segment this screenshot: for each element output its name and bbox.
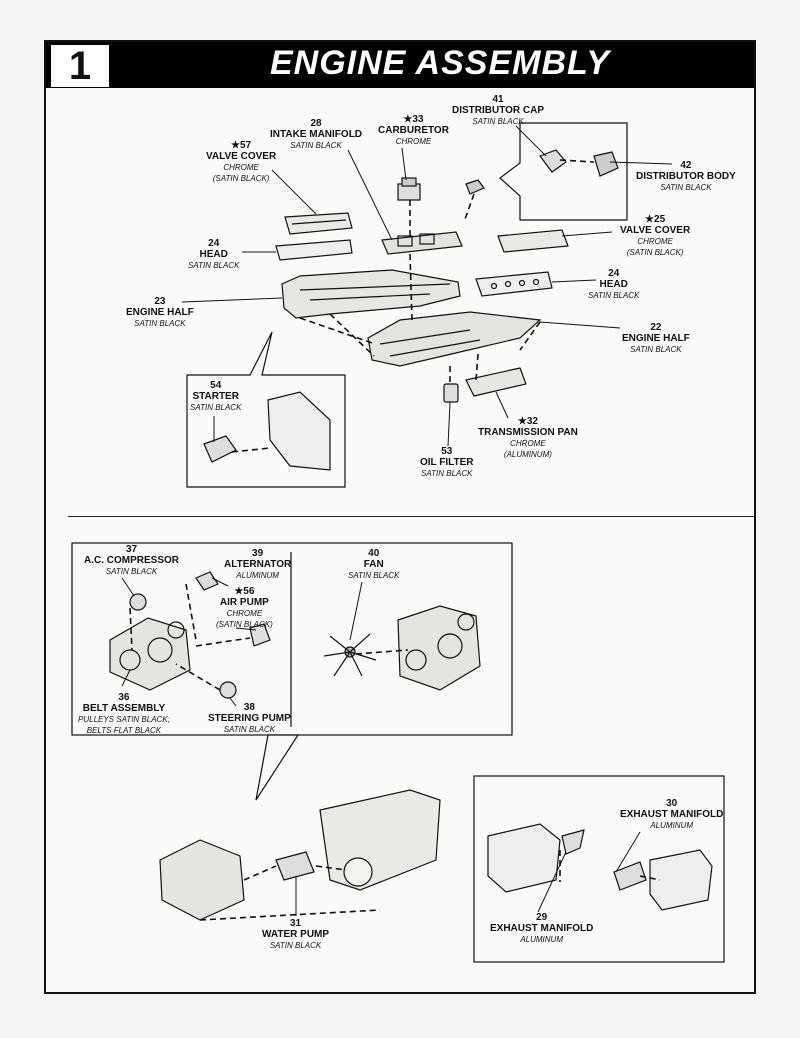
section-divider	[68, 516, 756, 517]
transmission-pan	[465, 367, 527, 397]
starter	[203, 435, 237, 463]
step-number: 1	[50, 44, 110, 88]
head-right	[475, 271, 553, 297]
oil-filter	[443, 383, 459, 403]
fan	[323, 633, 377, 677]
engine-half-right	[367, 311, 542, 367]
distributor-body	[593, 151, 619, 177]
engine-front-view	[159, 839, 245, 921]
ac-compressor	[129, 593, 147, 611]
steering-pump	[219, 681, 237, 699]
engine-half-left	[281, 269, 461, 319]
exhaust-manifold-29	[561, 829, 585, 855]
engine-block-exhaust-right	[649, 849, 713, 911]
head-left	[275, 239, 353, 261]
step-header	[46, 42, 754, 88]
exhaust-manifold-30	[613, 861, 647, 891]
step-title: ENGINE ASSEMBLY	[270, 44, 610, 82]
engine-block-exhaust-left	[487, 823, 561, 893]
valve-cover-left	[284, 212, 353, 235]
accessory-callout-tail	[255, 734, 300, 801]
water-pump	[275, 851, 315, 881]
valve-cover-right	[497, 229, 569, 253]
distributor-cap	[539, 149, 567, 173]
engine-block	[319, 789, 441, 891]
intake-manifold	[381, 231, 463, 255]
alternator	[195, 571, 219, 591]
distributor-detail-box	[499, 122, 628, 221]
